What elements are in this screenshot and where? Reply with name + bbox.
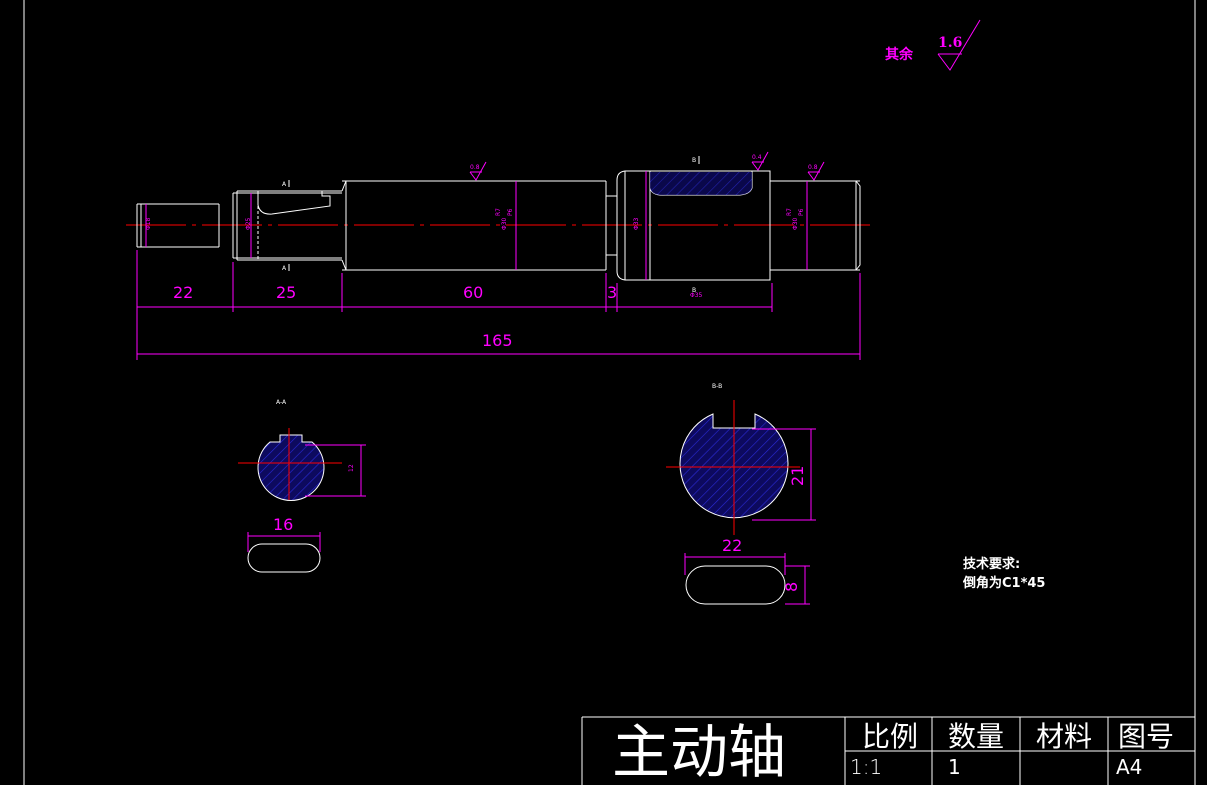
roughness-sym-2: 0.4: [752, 154, 762, 161]
dim-16: 16: [273, 515, 293, 534]
section-mark-b-bottom: B: [692, 287, 696, 294]
value-qty: 1: [948, 755, 961, 779]
dim-3: 3: [607, 283, 617, 302]
fit-1: R7: [495, 208, 502, 216]
fit-2: R7: [786, 208, 793, 216]
section-mark-a-bottom: A: [282, 265, 287, 272]
header-drawing-no: 图号: [1118, 720, 1174, 753]
dim-22b: 22: [722, 536, 742, 555]
part-name: 主动轴: [612, 718, 786, 785]
roughness-value: 1.6: [938, 35, 962, 51]
dia-33: Φ33: [633, 217, 640, 230]
section-mark-b-top: B: [692, 157, 696, 164]
header-scale: 比例: [862, 720, 918, 753]
section-a-a: A-A 12: [238, 399, 366, 501]
notes-title: 技术要求:: [963, 556, 1020, 572]
section-b-b: B-B 21: [666, 383, 816, 535]
dia-18: Φ18: [145, 217, 152, 230]
dia-30b: Φ30: [792, 217, 799, 230]
dim-22: 22: [173, 283, 193, 302]
dim-25: 25: [276, 283, 296, 302]
fit-2b: P6: [798, 208, 805, 216]
dim-12: 12: [348, 464, 355, 472]
length-dimensions: [136, 250, 861, 360]
technical-notes: 技术要求: 倒角为C1*45: [962, 556, 1045, 591]
title-block: [581, 716, 1195, 785]
roughness-symbols: [469, 151, 825, 181]
section-a-title: A-A: [276, 399, 287, 406]
dim-165: 165: [482, 331, 513, 350]
header-material: 材料: [1036, 720, 1092, 753]
roughness-label: 其余: [885, 46, 914, 63]
notes-line1: 倒角为C1*45: [962, 575, 1045, 591]
keyway-hatch-main: [650, 172, 752, 196]
dia-25: Φ25: [245, 217, 252, 230]
section-b-title: B-B: [712, 383, 722, 390]
dim-21: 21: [788, 466, 807, 486]
drawing-frame: [23, 0, 1196, 785]
key-a: 16: [247, 515, 321, 573]
roughness-note: 其余 1.6: [885, 19, 981, 71]
section-marks: A A B B: [282, 156, 700, 294]
header-qty: 数量: [948, 720, 1004, 753]
fit-1b: P6: [507, 208, 514, 216]
key-b: 22 8: [684, 536, 810, 605]
section-mark-a-top: A: [282, 181, 287, 188]
roughness-sym-3: 0.8: [808, 164, 818, 171]
diameter-callouts: Φ18 Φ25 Φ30 R7 P6 Φ33 Φ30 R7 P6 Φ35: [145, 171, 808, 299]
dim-60: 60: [463, 283, 483, 302]
dia-35: Φ35: [690, 292, 703, 299]
value-drawing-no: A4: [1116, 755, 1142, 779]
value-scale: 1:1: [850, 755, 882, 779]
roughness-sym-1: 0.8: [470, 164, 480, 171]
dim-8: 8: [782, 582, 801, 592]
dia-30: Φ30: [501, 217, 508, 230]
